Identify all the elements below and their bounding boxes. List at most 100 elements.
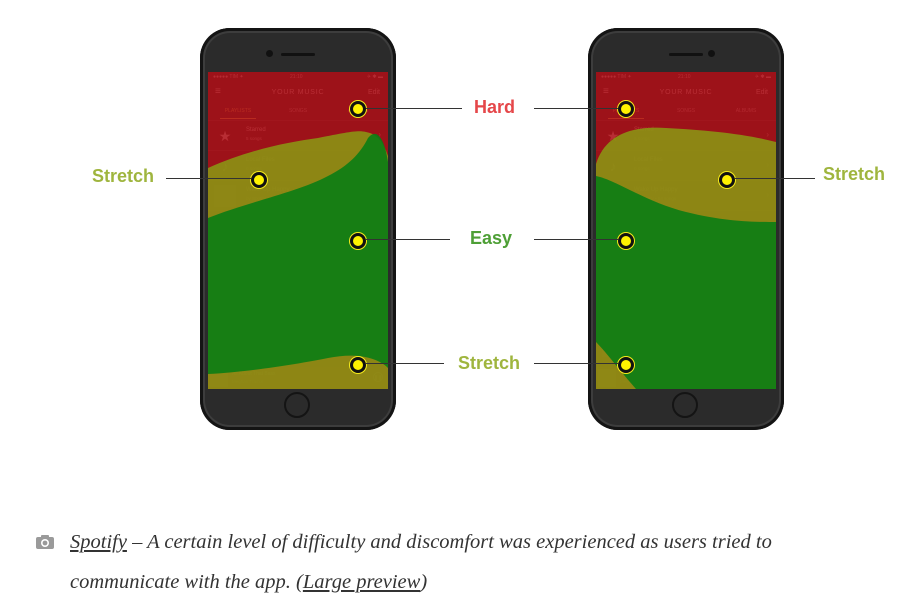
list-item[interactable]: OneRepublic by Universal Music Italia • 2…	[208, 270, 388, 301]
label-easy: Easy	[470, 228, 513, 248]
list-item[interactable]: Top 100 tracks of 2014 - Global by Spotif…	[208, 300, 388, 331]
clock: 21:10	[290, 74, 303, 80]
label-stretch-left: Stretch	[92, 166, 155, 186]
tab-songs[interactable]: SONGS	[676, 108, 696, 114]
playlist-cover	[602, 185, 624, 207]
camera-icon	[36, 535, 54, 549]
connector-line	[534, 363, 618, 364]
edit-button[interactable]: Edit	[367, 89, 380, 96]
chevron-right-icon: ›	[766, 130, 769, 139]
connector-line	[534, 239, 618, 240]
item-subtitle: by Universal Music Italia • 28 songs	[246, 286, 317, 291]
playlist-cover	[602, 305, 624, 327]
connector-line	[735, 178, 815, 179]
list-item[interactable]: Play it forward 30 songs ›	[208, 330, 388, 361]
chevron-right-icon: ›	[378, 220, 381, 229]
item-subtitle: 30 songs	[634, 346, 653, 351]
item-subtitle: 5 songs	[246, 136, 262, 141]
item-title: Play it forward	[634, 337, 673, 343]
connector-line	[366, 108, 462, 109]
label-hard: Hard	[474, 97, 516, 117]
chevron-right-icon: ›	[766, 160, 769, 169]
item-title: Top 100 tracks of 2014 - Global	[246, 307, 330, 313]
file-icon: ♪	[221, 158, 229, 174]
item-title: Wake Up Happy	[634, 187, 678, 193]
item-title: OneRepublic	[246, 277, 281, 283]
item-title: United States of Pop 2014 Songs	[246, 247, 335, 253]
clock: 21:10	[678, 74, 691, 80]
chevron-right-icon: ›	[378, 340, 381, 349]
nav-title: YOUR MUSIC	[271, 89, 325, 96]
front-camera	[266, 50, 273, 57]
file-icon: ♪	[609, 158, 617, 174]
item-title: My Shazam Tracks	[634, 217, 686, 223]
large-preview-link[interactable]: Large preview	[302, 571, 421, 593]
playlist-cover	[214, 245, 236, 267]
list-item[interactable]: Wake Up Happy by Spotify • 64 songs ›	[596, 180, 776, 211]
item-subtitle: by Universal Music Italia • 28 songs	[634, 286, 705, 291]
item-subtitle: 5 songs	[634, 136, 650, 141]
playlist-cover	[214, 335, 236, 357]
caption-text: Spotify – A certain level of difficulty …	[70, 522, 860, 602]
chevron-right-icon: ›	[766, 280, 769, 289]
front-camera	[708, 50, 715, 57]
hard-target-dot	[350, 101, 366, 117]
easy-target-dot	[618, 233, 634, 249]
stretch-target-dot	[618, 357, 634, 373]
item-subtitle: 24 songs	[246, 256, 265, 261]
home-button[interactable]	[672, 392, 698, 418]
item-title: Starred	[246, 127, 266, 133]
spotify-link[interactable]: Spotify	[70, 531, 127, 553]
label-stretch-bottom: Stretch	[458, 353, 521, 373]
battery-indicator: ✈ ✱ ▬	[754, 74, 771, 80]
item-title: Local Files	[634, 157, 663, 163]
list-item[interactable]: OneRepublic by Universal Music Italia • 2…	[596, 270, 776, 301]
item-subtitle: by Spotify • 100 songs	[246, 316, 291, 321]
playlist-cover	[602, 245, 624, 267]
playlist-cover	[214, 215, 236, 237]
item-title: OneRepublic	[634, 277, 669, 283]
chevron-right-icon: ›	[766, 310, 769, 319]
chevron-right-icon: ›	[378, 310, 381, 319]
home-button[interactable]	[284, 392, 310, 418]
item-title: Play it forward	[246, 337, 285, 343]
status-bar: ●●●●● TIM ✦ 21:10 ✈ ✱ ▬	[208, 72, 388, 82]
item-subtitle: 30 songs	[246, 346, 265, 351]
item-title: My Shazam Tracks	[246, 217, 298, 223]
connector-line	[366, 239, 450, 240]
item-subtitle: 0 songs	[246, 166, 262, 171]
speaker	[281, 53, 315, 56]
chevron-right-icon: ›	[378, 190, 381, 199]
tab-playlists[interactable]: PLAYLISTS	[224, 108, 252, 114]
phone-right: ●●●●● TIM ✦ 21:10 ✈ ✱ ▬ ≡ YOUR MUSIC Edi…	[588, 28, 784, 430]
connector-line	[534, 108, 618, 109]
phone-left: ●●●●● TIM ✦ 21:10 ✈ ✱ ▬ ≡ YOUR MUSIC Edi…	[200, 28, 396, 430]
phone-screen-left: ●●●●● TIM ✦ 21:10 ✈ ✱ ▬ ≡ YOUR MUSIC Edi…	[208, 72, 388, 389]
album-art	[210, 369, 228, 387]
pause-icon[interactable]: ❚❚	[761, 372, 771, 382]
chevron-right-icon: ›	[378, 250, 381, 259]
item-subtitle: 24 songs	[634, 256, 653, 261]
pause-icon[interactable]: ❚❚	[373, 372, 383, 382]
caption-close: )	[420, 571, 428, 593]
chevron-right-icon: ›	[766, 190, 769, 199]
active-tab-indicator	[608, 118, 644, 119]
tab-songs[interactable]: SONGS	[288, 108, 308, 114]
track-artist: Meghan Trainor	[232, 379, 264, 384]
item-title: United States of Pop 2014 Songs	[634, 247, 723, 253]
speaker	[669, 53, 703, 56]
chevron-right-icon: ›	[378, 160, 381, 169]
connector-line	[166, 178, 251, 179]
chevron-right-icon: ›	[378, 130, 381, 139]
edit-button[interactable]: Edit	[755, 89, 768, 96]
hard-target-dot	[618, 101, 634, 117]
tab-albums[interactable]: ALBUMS	[735, 108, 757, 114]
carrier: ●●●●● TIM ✦	[213, 74, 244, 80]
item-subtitle: by Spotify • 64 songs	[634, 196, 677, 201]
